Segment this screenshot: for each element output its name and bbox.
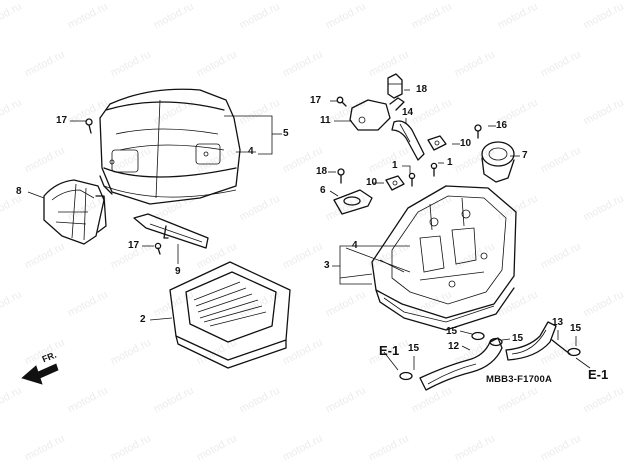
bolt-17-valve	[336, 96, 347, 107]
clip-15-a	[471, 331, 485, 341]
air-filter-element	[169, 261, 291, 369]
screw-17-lower	[154, 242, 162, 255]
callout-6: 6	[320, 185, 326, 196]
callout-15-b: 15	[512, 333, 524, 344]
callout-5: 5	[283, 128, 289, 139]
hose-12	[419, 337, 503, 391]
clip-15-d	[567, 347, 581, 357]
callout-3: 3	[324, 260, 330, 271]
callout-10-lower: 10	[366, 177, 378, 188]
callout-12: 12	[448, 341, 460, 352]
callout-14: 14	[402, 107, 414, 118]
callout-16: 16	[496, 120, 508, 131]
holder-strip	[133, 213, 209, 249]
intake-duct	[43, 179, 107, 245]
callout-4-upper: 4	[248, 146, 254, 157]
grommet-10-upper	[427, 135, 447, 151]
clip-15-b	[489, 337, 503, 347]
bolt-1-right	[430, 162, 438, 177]
tube-joint	[333, 189, 373, 215]
air-cleaner-upper-cover	[99, 88, 241, 205]
callout-17-top: 17	[56, 115, 68, 126]
callout-17-valve: 17	[310, 95, 322, 106]
callout-9: 9	[175, 266, 181, 277]
callout-15-d: 15	[570, 323, 582, 334]
callout-10-upper: 10	[460, 138, 472, 149]
screw-17-top	[85, 118, 93, 134]
tube-14	[391, 120, 425, 161]
elbow-joint	[481, 141, 515, 183]
callout-15-c: 15	[408, 343, 420, 354]
callout-18-top: 18	[416, 84, 428, 95]
bolt-16	[474, 124, 482, 139]
callout-7: 7	[522, 150, 528, 161]
cap-18	[387, 73, 403, 99]
air-cleaner-lower-housing	[371, 185, 517, 331]
diagram-code: MBB3-F1700A	[486, 374, 553, 385]
callout-1-left: 1	[392, 160, 398, 171]
front-direction-arrow	[21, 363, 59, 385]
bolt-18-left	[337, 168, 345, 184]
callout-4-lower: 4	[352, 240, 358, 251]
callout-2: 2	[140, 314, 146, 325]
reference-e1-right: E-1	[588, 367, 609, 382]
clip-15-c	[399, 371, 413, 381]
callout-13: 13	[552, 317, 564, 328]
callout-8: 8	[16, 186, 22, 197]
grommet-10-lower	[385, 175, 405, 191]
callout-18-left: 18	[316, 166, 328, 177]
valve-housing	[349, 97, 405, 131]
leader-lines	[27, 89, 591, 371]
callout-11: 11	[320, 115, 331, 126]
callout-15-a: 15	[446, 326, 458, 337]
bolt-1-left	[408, 172, 416, 187]
reference-e1-left: E-1	[379, 343, 400, 358]
callout-17-lower: 17	[128, 240, 140, 251]
callout-1-right: 1	[447, 157, 453, 168]
